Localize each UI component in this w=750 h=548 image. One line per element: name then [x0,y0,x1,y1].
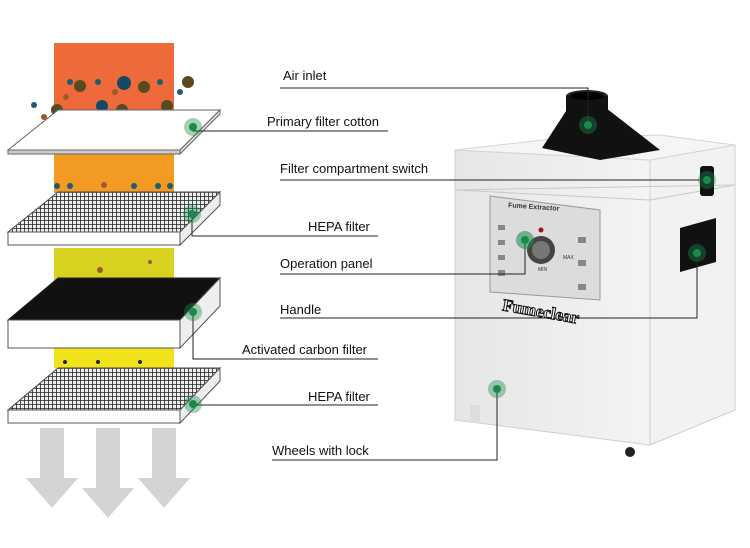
knob-min-label: MIN [538,267,548,273]
fume-extractor-unit [454,90,736,457]
hotspot-air-inlet [579,116,597,134]
hepa-filter-layer-bottom [6,366,222,425]
handle [680,218,716,272]
hotspot-handle [688,244,706,262]
hepa-filter-layer-top [6,190,222,247]
hotspot-wheels [488,380,506,398]
air-inlet-hood [542,108,660,160]
hotspot-hepa-top [183,205,201,223]
label-primary-filter: Primary filter cotton [267,114,379,129]
primary-filter-cotton-layer [6,108,222,156]
hotspots [183,116,716,413]
airflow-dirty [54,43,174,110]
label-operation-panel: Operation panel [280,256,373,271]
hotspot-primary-filter [184,118,202,136]
label-wheels: Wheels with lock [272,443,369,458]
hotspot-hepa-bottom [184,395,202,413]
clean-air-arrows [26,428,190,518]
knob-max-label: MAX [563,255,574,261]
hotspot-switch [698,171,716,189]
hotspot-operation-panel [516,231,534,249]
activated-carbon-filter-layer [6,276,222,350]
hotspot-carbon [184,303,202,321]
label-compartment-switch: Filter compartment switch [280,161,429,176]
label-hepa-top: HEPA filter [308,219,370,234]
airflow-stage4 [54,348,174,368]
airflow-stage2 [54,153,174,193]
label-carbon-filter: Activated carbon filter [242,342,368,357]
label-handle: Handle [280,302,322,317]
airflow-stage3 [54,248,174,280]
label-hepa-bottom: HEPA filter [308,389,370,404]
label-air-inlet: Air inlet [283,68,327,83]
